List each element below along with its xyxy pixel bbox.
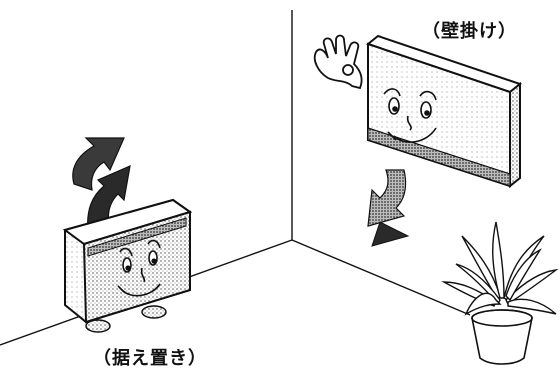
floor-standing-label: （据え置き）	[93, 348, 207, 369]
floor-right-line	[291, 239, 471, 316]
up-arrow-icon	[72, 137, 131, 233]
down-arrow-icon	[367, 169, 410, 247]
floor-unit-face	[117, 239, 161, 297]
wall-unit-face	[383, 88, 437, 143]
potted-plant-icon	[441, 221, 559, 365]
floor-standing-ac-icon	[62, 198, 193, 333]
waving-hand-icon	[313, 34, 363, 90]
wall-mounted-label: （壁掛け）	[422, 21, 517, 42]
wall-mounted-ac-icon	[365, 34, 523, 189]
